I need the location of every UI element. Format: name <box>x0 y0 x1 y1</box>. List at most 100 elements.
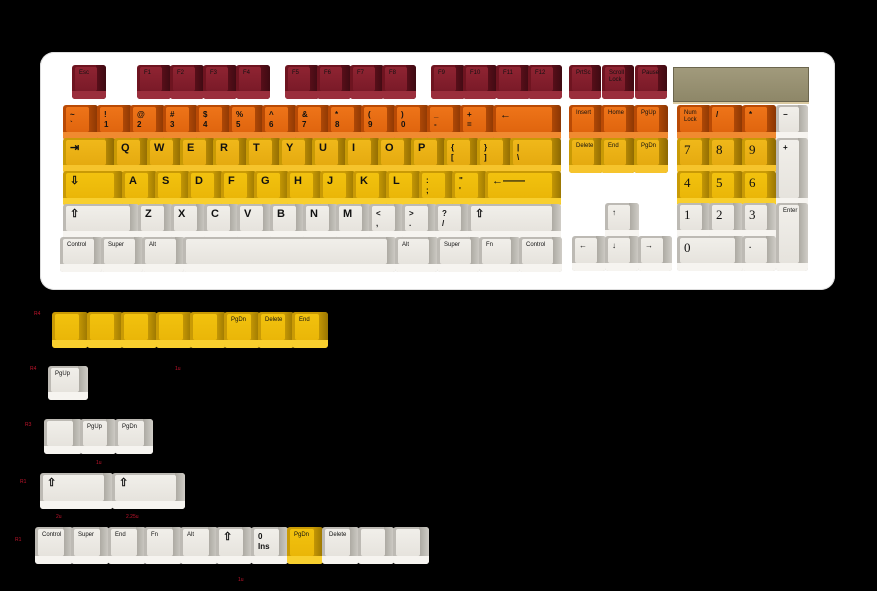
key-x_end_r1[interactable]: End <box>108 527 146 564</box>
key-x_shift_225u[interactable]: ⇧ <box>112 473 185 509</box>
key-equal[interactable]: + = <box>460 105 495 140</box>
key-pgup[interactable]: PgUp <box>634 105 668 140</box>
key-capslock[interactable]: ⇩ <box>63 171 123 206</box>
key-pgdn[interactable]: PgDn <box>634 138 668 173</box>
key-x_ins0[interactable]: 0 Ins <box>251 527 288 564</box>
key-x_shift_1u[interactable]: ⇧ <box>216 527 252 564</box>
key-h[interactable]: H <box>287 171 322 206</box>
key-2[interactable]: @ 2 <box>130 105 165 140</box>
key-comma[interactable]: < , <box>369 204 404 239</box>
key-g[interactable]: G <box>254 171 289 206</box>
key-insert[interactable]: Insert <box>569 105 603 140</box>
key-kp_dot[interactable]: . <box>742 236 776 271</box>
key-space[interactable] <box>183 237 396 272</box>
key-backslash[interactable]: | \ <box>510 138 561 173</box>
key-up[interactable]: ↑ <box>605 203 639 238</box>
key-rbracket[interactable]: } ] <box>477 138 512 173</box>
key-lbracket[interactable]: { [ <box>444 138 479 173</box>
key-e[interactable]: E <box>180 138 215 173</box>
key-kp_1[interactable]: 1 <box>677 203 711 238</box>
key-r[interactable]: R <box>213 138 248 173</box>
key-x_super[interactable]: Super <box>71 527 109 564</box>
key-z[interactable]: Z <box>138 204 173 239</box>
key-0[interactable]: ) 0 <box>394 105 429 140</box>
key-f4[interactable]: F4 <box>236 65 270 99</box>
key-3[interactable]: # 3 <box>163 105 198 140</box>
key-5[interactable]: % 5 <box>229 105 264 140</box>
key-f6[interactable]: F6 <box>317 65 351 99</box>
key-x_alt[interactable]: Alt <box>180 527 218 564</box>
key-f12[interactable]: F12 <box>528 65 562 99</box>
key-x_pgup_r4[interactable]: PgUp <box>48 366 88 400</box>
key-x_y3[interactable] <box>121 312 157 348</box>
key-kp_3[interactable]: 3 <box>742 203 776 238</box>
key-w[interactable]: W <box>147 138 182 173</box>
key-x_r3_pgdn[interactable]: PgDn <box>115 419 153 454</box>
key-a[interactable]: A <box>122 171 157 206</box>
key-minus[interactable]: _ - <box>427 105 462 140</box>
key-f7[interactable]: F7 <box>350 65 384 99</box>
key-f5[interactable]: F5 <box>285 65 319 99</box>
key-b[interactable]: B <box>270 204 305 239</box>
key-enter[interactable]: ←—— <box>485 171 561 206</box>
key-kp_7[interactable]: 7 <box>677 138 711 173</box>
key-i[interactable]: I <box>345 138 380 173</box>
key-rshift[interactable]: ⇧ <box>468 204 561 239</box>
key-s[interactable]: S <box>155 171 190 206</box>
key-home[interactable]: Home <box>601 105 635 140</box>
key-prtsc[interactable]: PrtSc <box>569 65 601 99</box>
key-8[interactable]: * 8 <box>328 105 363 140</box>
key-kp_5[interactable]: 5 <box>709 171 743 206</box>
key-f11[interactable]: F11 <box>496 65 530 99</box>
key-v[interactable]: V <box>237 204 272 239</box>
key-lshift[interactable]: ⇧ <box>63 204 139 239</box>
key-u[interactable]: U <box>312 138 347 173</box>
key-f8[interactable]: F8 <box>382 65 416 99</box>
key-l[interactable]: L <box>386 171 421 206</box>
key-f9[interactable]: F9 <box>431 65 465 99</box>
key-4[interactable]: $ 4 <box>196 105 231 140</box>
key-f1[interactable]: F1 <box>137 65 171 99</box>
key-x_blank1[interactable] <box>358 527 394 564</box>
key-rsuper[interactable]: Super <box>437 237 480 272</box>
key-x[interactable]: X <box>171 204 206 239</box>
key-esc[interactable]: Esc <box>72 65 106 99</box>
key-kp_enter[interactable]: Enter <box>776 203 808 271</box>
key-k[interactable]: K <box>353 171 388 206</box>
key-x_end[interactable]: End <box>292 312 328 348</box>
key-down[interactable]: ↓ <box>605 236 639 271</box>
key-kp_9[interactable]: 9 <box>742 138 776 173</box>
key-delete[interactable]: Delete <box>569 138 603 173</box>
key-slash[interactable]: ? / <box>435 204 470 239</box>
key-1[interactable]: ! 1 <box>97 105 132 140</box>
key-j[interactable]: J <box>320 171 355 206</box>
key-f[interactable]: F <box>221 171 256 206</box>
key-t[interactable]: T <box>246 138 281 173</box>
key-y[interactable]: Y <box>279 138 314 173</box>
key-x_y2[interactable] <box>87 312 123 348</box>
key-left[interactable]: ← <box>572 236 606 271</box>
key-lsuper[interactable]: Super <box>101 237 144 272</box>
key-x_fn[interactable]: Fn <box>144 527 182 564</box>
key-c[interactable]: C <box>204 204 239 239</box>
key-kp_2[interactable]: 2 <box>709 203 743 238</box>
key-x_r3_blank[interactable] <box>44 419 82 454</box>
key-grave[interactable]: ~ ` <box>63 105 98 140</box>
key-x_y5[interactable] <box>190 312 226 348</box>
key-n[interactable]: N <box>303 204 338 239</box>
key-x_shift_2u[interactable]: ⇧ <box>40 473 113 509</box>
key-numlock[interactable]: Num Lock <box>677 105 711 140</box>
key-kp_6[interactable]: 6 <box>742 171 776 206</box>
key-pause[interactable]: Pause <box>635 65 667 99</box>
key-x_control[interactable]: Control <box>35 527 73 564</box>
key-lalt[interactable]: Alt <box>142 237 185 272</box>
key-m[interactable]: M <box>336 204 371 239</box>
key-9[interactable]: ( 9 <box>361 105 396 140</box>
key-fn[interactable]: Fn <box>479 237 520 272</box>
key-7[interactable]: & 7 <box>295 105 330 140</box>
key-x_r3_pgup[interactable]: PgUp <box>80 419 116 454</box>
key-x_y4[interactable] <box>156 312 192 348</box>
key-backspace[interactable]: ← <box>493 105 561 140</box>
key-quote[interactable]: " ' <box>452 171 487 206</box>
key-d[interactable]: D <box>188 171 223 206</box>
